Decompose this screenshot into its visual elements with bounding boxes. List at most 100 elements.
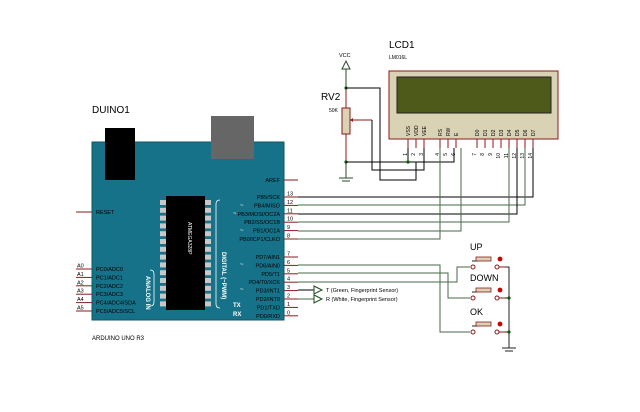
lcd-pin-label: D4 (507, 129, 513, 136)
lcd-pin-label: RW (446, 127, 452, 136)
wires (298, 87, 534, 333)
terminal-tx-label: T (Green, Fingerprint Sensor) (326, 288, 398, 294)
lcd-pin-number: 8 (480, 153, 486, 156)
terminal-rx-label: R (White, Fingerprint Sensor) (326, 297, 398, 303)
button-contact (470, 295, 476, 301)
junction-dot (507, 296, 511, 300)
chip-pin (160, 278, 166, 283)
analog-pin-name: A2 (77, 280, 84, 286)
chip-pin (160, 215, 166, 221)
button-label: OK (470, 307, 483, 317)
lcd-model: LM016L (389, 55, 407, 61)
pot-body (341, 107, 351, 135)
wire-d4-pin9 (298, 148, 510, 223)
lcd-pin-label: D3 (499, 129, 505, 136)
wiper-arrow-icon (350, 118, 353, 122)
digital-pin-number: 1 (287, 302, 290, 308)
lcd-ref: LCD1 (389, 40, 415, 51)
digital-pin-number: 2 (287, 294, 290, 300)
pot-ref: RV2 (321, 92, 341, 103)
analog-pin-label: PC3/ADC3 (96, 292, 123, 298)
pwm-tilde: ~ (240, 262, 244, 268)
pwm-tilde: ~ (240, 287, 244, 293)
chip-pin (160, 285, 166, 291)
digital-pin-label: PB0/ICP1/CLKO (239, 237, 280, 243)
chip-pin (205, 301, 211, 307)
lcd-pin-label: D0 (475, 129, 481, 136)
digital-pin-label: PB1/OC1A (253, 229, 280, 235)
wire-d7-pin12 (298, 148, 534, 198)
chip-pin (205, 262, 211, 268)
lcd-pin-number: 1 (403, 153, 409, 156)
wire-d6-pin11 (298, 148, 526, 206)
button-contact (494, 295, 500, 301)
chip-pin (205, 270, 211, 276)
lcd-pin-label: RS (438, 128, 444, 136)
lcd-pin-number: 5 (443, 153, 449, 156)
digital-pin-number: 6 (287, 260, 290, 266)
digital-pin-label: PD6/AIN0 (256, 263, 280, 269)
chip-pin (205, 254, 211, 260)
chip-pin (205, 246, 211, 252)
vcc-label: VCC (339, 53, 351, 59)
button-up[interactable]: UP (470, 242, 505, 270)
usb-connector (211, 116, 254, 159)
digital-pin-label: PD2/INT0 (256, 297, 280, 303)
digital-pin-number: 12 (287, 200, 293, 206)
chip-pin (160, 262, 166, 268)
digital-pins: 13PB5/SCK12PB4/MISO11PB3/MOSI/OC2A10PB2/… (238, 192, 298, 320)
chip-pin (205, 200, 211, 205)
button-label: UP (470, 242, 483, 252)
analog-pin-name: A5 (77, 306, 84, 312)
pwm-tilde: ~ (240, 203, 244, 209)
chip-pin (160, 293, 166, 299)
chip-pin (160, 223, 166, 229)
digital-pin-label: PD7/AIN1 (256, 255, 280, 261)
analog-pins: A0PC0/ADC0A1PC1/ADC1A2PC2/ADC2A3PC3/ADC3… (76, 264, 136, 315)
lcd-pin-number: 13 (520, 153, 526, 159)
analog-pin-name: A4 (77, 297, 84, 303)
button-cap (475, 256, 492, 262)
button-cap (475, 287, 492, 293)
terminal-arrow-icon (313, 294, 324, 304)
chip-pin (160, 254, 166, 260)
digital-pin-label: PD3/INT1 (256, 289, 280, 295)
digital-pin-label: PD5/T1 (261, 272, 280, 278)
digital-pin-number: 11 (287, 208, 293, 214)
wire-buttons-gnd (505, 266, 510, 345)
digital-pin-number: 5 (287, 268, 290, 274)
wire-wiper-vee (371, 120, 425, 171)
digital-pin-label: PB2/SS/OC1B (244, 220, 280, 226)
button-contact (494, 264, 500, 270)
chip-pin (205, 231, 211, 237)
lcd-pins: VSS1VDD2VEE3RS4RW5E6D07D18D29D310D411D51… (403, 125, 537, 159)
button-down[interactable]: DOWN (470, 273, 505, 301)
aref-label: AREF (265, 178, 280, 184)
lcd-pin-label: D2 (491, 129, 497, 136)
chip-pin (160, 270, 166, 276)
analog-pin-label: PC2/ADC2 (96, 284, 123, 290)
wire-rs-pin8 (298, 148, 441, 240)
digital-pin-label: PD0/RXD (256, 314, 280, 320)
lcd-pin-number: 7 (472, 153, 478, 156)
wire-vcc-vdd (346, 87, 417, 181)
lcd-pin-number: 12 (512, 153, 518, 159)
chip-pin (160, 231, 166, 237)
button-ok[interactable]: OK (470, 307, 505, 335)
junction-dot (507, 330, 511, 334)
analog-pin-name: A1 (77, 272, 84, 278)
analog-pin-label: PC0/ADC0 (96, 267, 123, 273)
chip-label: ATMEGA328P (186, 222, 192, 255)
digital-pin-label: PB5/SCK (257, 195, 281, 201)
digital-pin-label: PD1/TXD (257, 305, 280, 311)
lcd-pin-label: E (454, 132, 460, 136)
lcd-pin-number: 11 (504, 153, 510, 158)
button-state-led (497, 321, 503, 327)
digital-pin-label: PD4/T0/XCK (249, 280, 281, 286)
chip-pin (205, 293, 211, 299)
digital-pin-number: 7 (287, 252, 290, 258)
chip-pin (160, 207, 166, 213)
button-contact (470, 329, 476, 335)
lcd-pin-number: 14 (528, 153, 534, 159)
